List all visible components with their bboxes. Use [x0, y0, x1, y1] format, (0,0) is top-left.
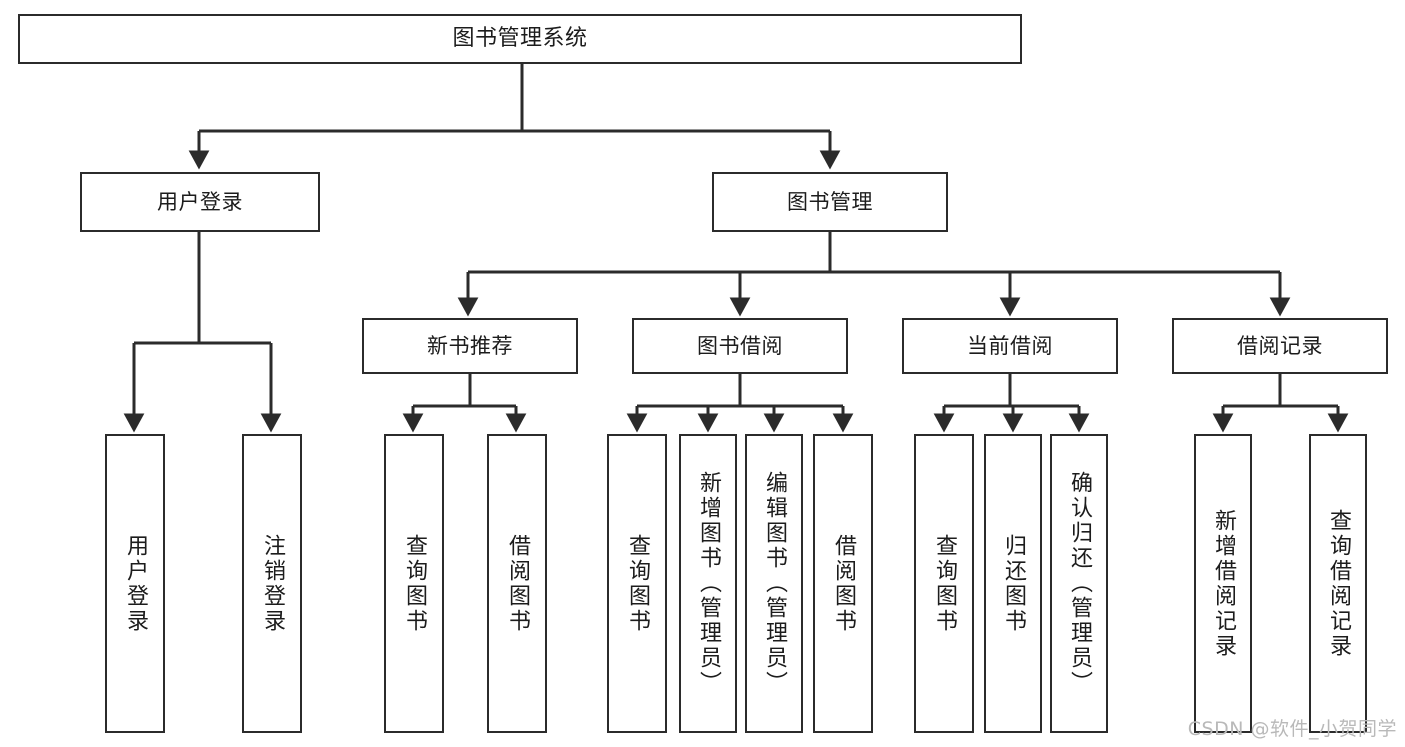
node-new-book-recommend[interactable]: 新书推荐 — [362, 318, 578, 374]
node-label: 借阅图书 — [504, 533, 530, 634]
leaf-current-query-book[interactable]: 查询图书 — [914, 434, 974, 733]
node-root-system[interactable]: 图书管理系统 — [18, 14, 1022, 64]
node-label: 新书推荐 — [427, 333, 513, 358]
node-book-borrow[interactable]: 图书借阅 — [632, 318, 848, 374]
leaf-recommend-query-book[interactable]: 查询图书 — [384, 434, 444, 733]
leaf-record-add-record[interactable]: 新增借阅记录 — [1194, 434, 1252, 733]
node-label: 新增借阅记录 — [1210, 508, 1236, 659]
node-label: 编辑图书（管理员） — [761, 471, 787, 696]
node-label: 查询图书 — [931, 533, 957, 634]
node-label: 借阅记录 — [1237, 333, 1323, 358]
node-label: 确认归还（管理员） — [1066, 471, 1092, 696]
node-label: 图书借阅 — [697, 333, 783, 358]
leaf-user-login-login[interactable]: 用户登录 — [105, 434, 165, 733]
node-label: 用户登录 — [122, 533, 148, 634]
node-label: 图书管理 — [787, 189, 873, 214]
node-label: 借阅图书 — [830, 533, 856, 634]
leaf-record-query-record[interactable]: 查询借阅记录 — [1309, 434, 1367, 733]
leaf-current-confirm-return-admin[interactable]: 确认归还（管理员） — [1050, 434, 1108, 733]
node-label: 归还图书 — [1000, 533, 1026, 634]
node-current-borrow[interactable]: 当前借阅 — [902, 318, 1118, 374]
csdn-watermark: CSDN @软件_小贺同学 — [1187, 718, 1397, 740]
node-label: 查询借阅记录 — [1325, 508, 1351, 659]
node-book-management[interactable]: 图书管理 — [712, 172, 948, 232]
leaf-borrow-edit-book-admin[interactable]: 编辑图书（管理员） — [745, 434, 803, 733]
node-user-login[interactable]: 用户登录 — [80, 172, 320, 232]
leaf-borrow-query-book[interactable]: 查询图书 — [607, 434, 667, 733]
leaf-recommend-borrow-book[interactable]: 借阅图书 — [487, 434, 547, 733]
node-label: 查询图书 — [401, 533, 427, 634]
leaf-current-return-book[interactable]: 归还图书 — [984, 434, 1042, 733]
node-label: 注销登录 — [259, 533, 285, 634]
node-label: 图书管理系统 — [452, 26, 588, 52]
leaf-user-login-logout[interactable]: 注销登录 — [242, 434, 302, 733]
leaf-borrow-borrow-book[interactable]: 借阅图书 — [813, 434, 873, 733]
leaf-borrow-add-book-admin[interactable]: 新增图书（管理员） — [679, 434, 737, 733]
node-borrow-record[interactable]: 借阅记录 — [1172, 318, 1388, 374]
node-label: 查询图书 — [624, 533, 650, 634]
node-label: 新增图书（管理员） — [695, 471, 721, 696]
node-label: 当前借阅 — [967, 333, 1053, 358]
node-label: 用户登录 — [157, 189, 243, 214]
